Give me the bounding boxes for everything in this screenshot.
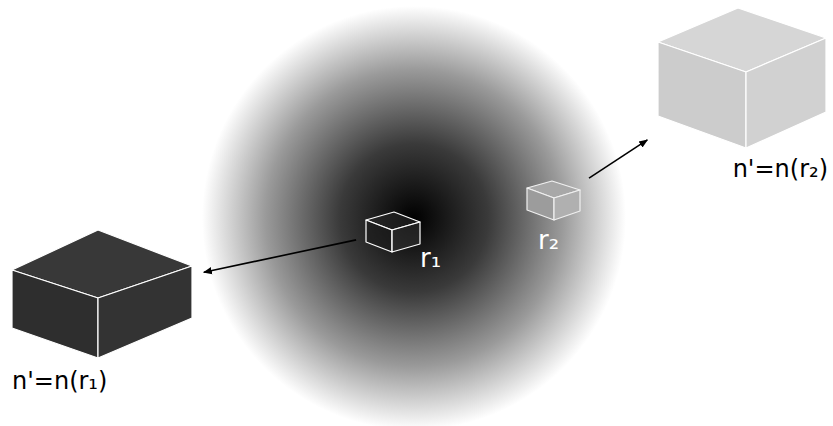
cube-face [527, 188, 554, 220]
cube-shape [8, 226, 196, 362]
small-volume-element: r₂ [524, 178, 596, 266]
cube-face [12, 270, 98, 358]
node-label: r₁ [420, 244, 441, 273]
cube-shape [362, 208, 424, 256]
cube-shape [524, 178, 584, 224]
density-gradient [202, 6, 626, 426]
node-label: r₂ [538, 226, 559, 255]
node-label: n'=n(r₁) [12, 368, 107, 394]
large-light-box: n'=n(r₂) [654, 4, 830, 202]
arrow-connector [204, 240, 356, 272]
arrow-connector [589, 140, 647, 178]
cube-face [98, 266, 192, 358]
cube-face [366, 220, 392, 252]
node-label: n'=n(r₂) [654, 156, 828, 182]
cube-face [746, 38, 826, 148]
cube-face [392, 222, 420, 252]
small-volume-element: r₁ [362, 208, 456, 290]
cube-shape [654, 4, 830, 152]
cube-face [658, 42, 746, 148]
cube-face [554, 190, 580, 220]
large-dark-box: n'=n(r₁) [8, 226, 210, 408]
